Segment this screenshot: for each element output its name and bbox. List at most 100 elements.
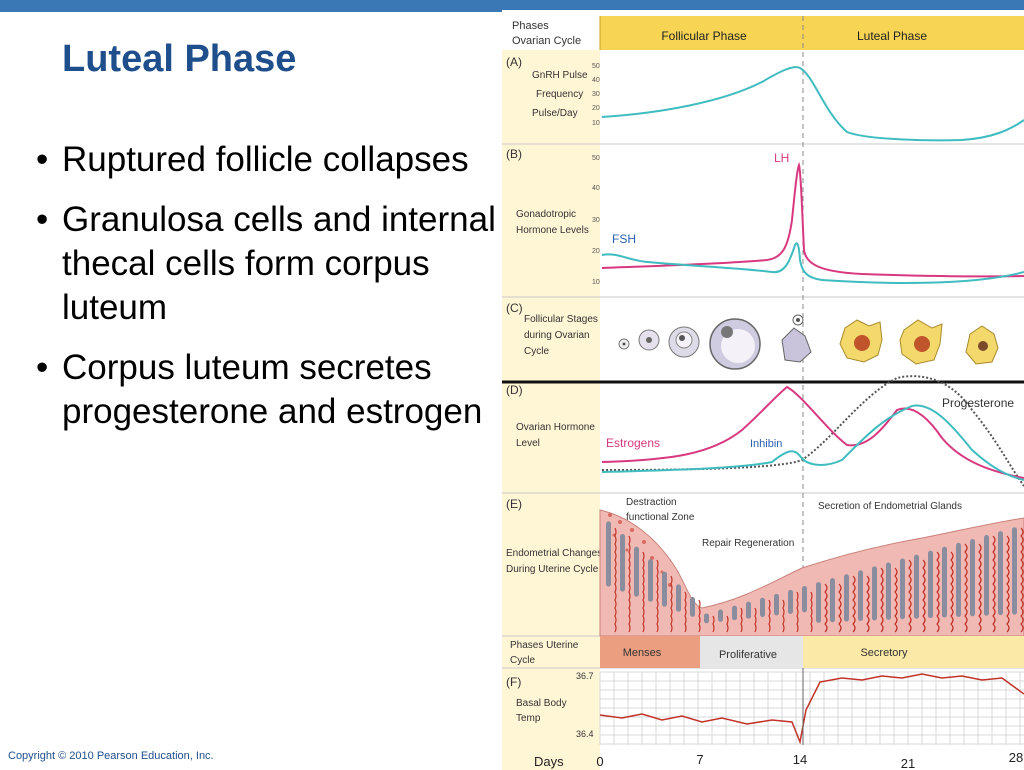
- bullet-text: Ruptured follicle collapses: [62, 140, 469, 179]
- gland: [970, 538, 975, 617]
- gland: [788, 589, 793, 614]
- panel-b-tick: 30: [592, 217, 600, 224]
- panel-c-label-line: during Ovarian: [524, 330, 590, 341]
- spiral-artery: [810, 591, 813, 633]
- follicular-phase-label: Follicular Phase: [661, 29, 747, 43]
- spiral-artery: [670, 575, 673, 633]
- panel-f-label-line: Temp: [516, 713, 541, 724]
- gland: [690, 597, 695, 617]
- basal-body-temp-curve: [599, 673, 1024, 745]
- spiral-artery: [1006, 535, 1010, 633]
- spiral-artery: [754, 607, 757, 633]
- gland: [858, 570, 863, 622]
- gland: [956, 542, 961, 617]
- header-ovarian-cycle-label: Ovarian Cycle: [512, 35, 581, 47]
- graafian-follicle: [709, 318, 761, 370]
- panel-b-letter: (B): [506, 147, 522, 161]
- day-tick: 14: [793, 752, 807, 767]
- secondary-follicle: [668, 326, 700, 358]
- luteal-phase-label: Luteal Phase: [857, 29, 927, 43]
- secretory-band: [803, 636, 1024, 668]
- primordial-follicle: [618, 338, 630, 350]
- spiral-artery: [978, 543, 982, 633]
- panel-d-label-line: Level: [516, 438, 540, 449]
- bullet-text: Corpus luteum secretes progesterone and …: [62, 348, 483, 431]
- gland: [872, 566, 877, 621]
- panel-a-label-line: Pulse/Day: [532, 108, 578, 119]
- proliferative-label: Proliferative: [719, 649, 777, 661]
- gland: [900, 558, 905, 620]
- panel-e-label-line: During Uterine Cycle: [506, 564, 599, 575]
- gland: [886, 562, 891, 620]
- panel-f-letter: (F): [506, 675, 521, 689]
- inhibin-curve: [601, 404, 1024, 481]
- uterine-phase-row-label: Phases Uterine: [510, 640, 579, 651]
- spiral-artery: [684, 591, 687, 633]
- day-tick: 7: [696, 752, 703, 767]
- secretion-label: Secretion of Endometrial Glands: [818, 501, 962, 512]
- spiral-artery: [838, 583, 842, 633]
- menstrual-cycle-figure: Phases Ovarian Cycle Follicular Phase Lu…: [502, 10, 1024, 770]
- panel-c-letter: (C): [506, 301, 523, 315]
- day-tick: 28: [1009, 750, 1023, 765]
- bullet-item: •Ruptured follicle collapses: [36, 138, 496, 182]
- gland: [732, 605, 737, 621]
- panel-b-ticks: 50 40 30 20 10: [592, 155, 600, 286]
- spiral-artery: [894, 567, 898, 633]
- label-column: [502, 50, 600, 770]
- spiral-artery: [614, 527, 617, 633]
- gland: [1012, 527, 1017, 615]
- day-tick: 0: [596, 754, 603, 769]
- panel-d-letter: (D): [506, 383, 523, 397]
- spiral-artery: [824, 583, 828, 633]
- copyright-notice: Copyright © 2010 Pearson Education, Inc.: [8, 750, 214, 762]
- bullet-list: •Ruptured follicle collapses •Granulosa …: [36, 138, 496, 450]
- corpus-luteum-early: [839, 319, 883, 363]
- ovulated-follicle: [781, 314, 812, 363]
- panel-b-label-line: Hormone Levels: [516, 225, 589, 236]
- panel-b-tick: 50: [592, 155, 600, 162]
- panel-c-label-line: Cycle: [524, 346, 549, 357]
- temperature-grid: [599, 671, 1024, 745]
- gland: [634, 546, 639, 597]
- spiral-artery: [768, 599, 771, 633]
- gland: [676, 584, 681, 612]
- bullet-item: •Granulosa cells and internal thecal cel…: [36, 198, 496, 330]
- gland: [984, 535, 989, 616]
- estrogens-label: Estrogens: [606, 436, 660, 450]
- panel-f-label-line: Basal Body: [516, 698, 567, 709]
- header-luteal-band: [803, 16, 1024, 50]
- destruction-label-line: Destraction: [626, 497, 677, 508]
- gland: [648, 559, 653, 602]
- spiral-artery: [1020, 527, 1024, 633]
- panel-a-tick: 20: [592, 105, 600, 112]
- panel-d-label-line: Ovarian Hormone: [516, 422, 595, 433]
- progesterone-curve: [601, 375, 1024, 487]
- panel-b-tick: 40: [592, 185, 600, 192]
- panel-e-label-line: Endometrial Changes: [506, 548, 602, 559]
- panel-b-tick: 10: [592, 279, 600, 286]
- gland: [802, 586, 807, 613]
- temp-tick-low: 36.4: [576, 729, 594, 739]
- spiral-artery: [712, 615, 715, 633]
- bullet-item: •Corpus luteum secretes progesterone and…: [36, 346, 496, 434]
- spiral-artery: [642, 551, 645, 633]
- menses-label: Menses: [623, 647, 662, 659]
- panel-a-tick: 50: [592, 63, 600, 70]
- spiral-artery: [656, 559, 659, 633]
- gland: [774, 593, 779, 616]
- panel-a-label-line: GnRH Pulse: [532, 70, 588, 81]
- bullet-text: Granulosa cells and internal thecal cell…: [62, 200, 496, 327]
- menses-band: [600, 636, 700, 668]
- lh-curve: [601, 161, 1024, 278]
- destruction-label-line: functional Zone: [626, 512, 695, 523]
- proliferative-band: [700, 636, 803, 668]
- panel-c-label-line: Follicular Stages: [524, 314, 598, 325]
- day-tick: 21: [901, 756, 915, 770]
- gland: [942, 546, 947, 618]
- spiral-artery: [992, 535, 996, 633]
- panel-a-letter: (A): [506, 55, 522, 69]
- inhibin-label: Inhibin: [750, 438, 782, 450]
- uterine-phase-row-label: Cycle: [510, 655, 535, 666]
- gland: [816, 582, 821, 623]
